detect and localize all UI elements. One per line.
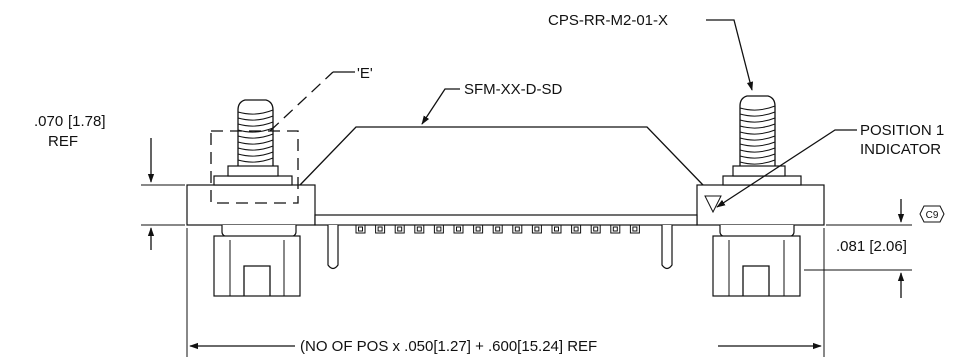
- contact-tail-inner: [475, 226, 481, 232]
- thread-line: [237, 109, 274, 115]
- dim-081: [804, 199, 912, 298]
- dim-overall-length: [186, 228, 825, 357]
- thread-line: [739, 159, 776, 165]
- cps-part-label: CPS-RR-M2-01-X: [548, 12, 668, 29]
- thread-line: [739, 129, 776, 135]
- contact-tail-inner: [534, 226, 540, 232]
- detail-e-label: 'E': [357, 65, 373, 82]
- thread-line: [739, 105, 776, 111]
- thread-line: [739, 123, 776, 129]
- dim-081-label: .081 [2.06]: [836, 238, 907, 255]
- thread-line: [237, 145, 274, 151]
- revision-hexagon: C9: [919, 205, 945, 223]
- contact-tail: [571, 224, 582, 234]
- thread-line: [739, 111, 776, 117]
- thread-line: [739, 135, 776, 141]
- sfm-top-profile: [299, 126, 704, 186]
- dim-070-ref: REF: [48, 133, 78, 150]
- contact-tail: [414, 224, 425, 234]
- thread-line: [237, 139, 274, 145]
- contact-tail-inner: [593, 226, 599, 232]
- right-lower-hardware: [712, 225, 801, 297]
- guide-posts: [327, 225, 673, 270]
- cps-leader: [706, 19, 754, 91]
- overall-length-label: (NO OF POS x .050[1.27] + .600[15.24] RE…: [300, 338, 597, 355]
- position-1-label: POSITION 1: [860, 122, 944, 139]
- connector-body: [186, 126, 825, 226]
- thread-line: [237, 157, 274, 163]
- contact-tail: [473, 224, 484, 234]
- contact-tail-inner: [554, 226, 559, 232]
- contact-tail-inner: [436, 226, 442, 232]
- thread-line: [739, 141, 776, 147]
- contact-tail-inner: [358, 226, 363, 232]
- contact-tails: [355, 224, 640, 234]
- left-lower-hardware: [213, 225, 301, 297]
- center-housing-strip: [314, 214, 698, 226]
- thread-line: [739, 153, 776, 159]
- contact-tail: [551, 224, 562, 234]
- contact-tail-inner: [612, 226, 618, 232]
- indicator-label: INDICATOR: [860, 141, 941, 158]
- left-screw: [213, 99, 293, 186]
- left-mount-block: [186, 184, 316, 226]
- contact-tail: [590, 224, 601, 234]
- contact-tail: [394, 224, 405, 234]
- contact-tail: [610, 224, 621, 234]
- contact-tail: [492, 224, 503, 234]
- contact-tail-inner: [632, 226, 638, 232]
- contact-tail-inner: [456, 226, 461, 232]
- contact-tail-inner: [514, 226, 520, 232]
- contact-tail: [355, 224, 366, 234]
- sfm-leader: [421, 88, 460, 125]
- right-screw: [722, 95, 802, 186]
- contact-tail-inner: [397, 226, 403, 232]
- detail-e-callout: [210, 71, 355, 204]
- dim-070-value: .070: [34, 113, 63, 130]
- contact-tail: [375, 224, 386, 234]
- thread-line: [237, 151, 274, 157]
- contact-tail-inner: [495, 226, 501, 232]
- sfm-part-label: SFM-XX-D-SD: [464, 81, 562, 98]
- contact-tail-inner: [416, 226, 422, 232]
- contact-tail: [629, 224, 640, 234]
- dim-070: [141, 138, 185, 250]
- contact-tail: [453, 224, 464, 234]
- thread-line: [237, 133, 274, 139]
- revision-label: C9: [926, 210, 939, 221]
- position-leader: [716, 129, 857, 208]
- contact-tail: [433, 224, 444, 234]
- contact-tail: [531, 224, 542, 234]
- contact-tail: [512, 224, 523, 234]
- thread-line: [237, 115, 274, 121]
- contact-tail-inner: [377, 226, 383, 232]
- dim-070-metric: [1.78]: [68, 113, 106, 130]
- thread-line: [237, 121, 274, 127]
- thread-line: [739, 147, 776, 153]
- thread-line: [739, 117, 776, 123]
- contact-tail-inner: [573, 226, 579, 232]
